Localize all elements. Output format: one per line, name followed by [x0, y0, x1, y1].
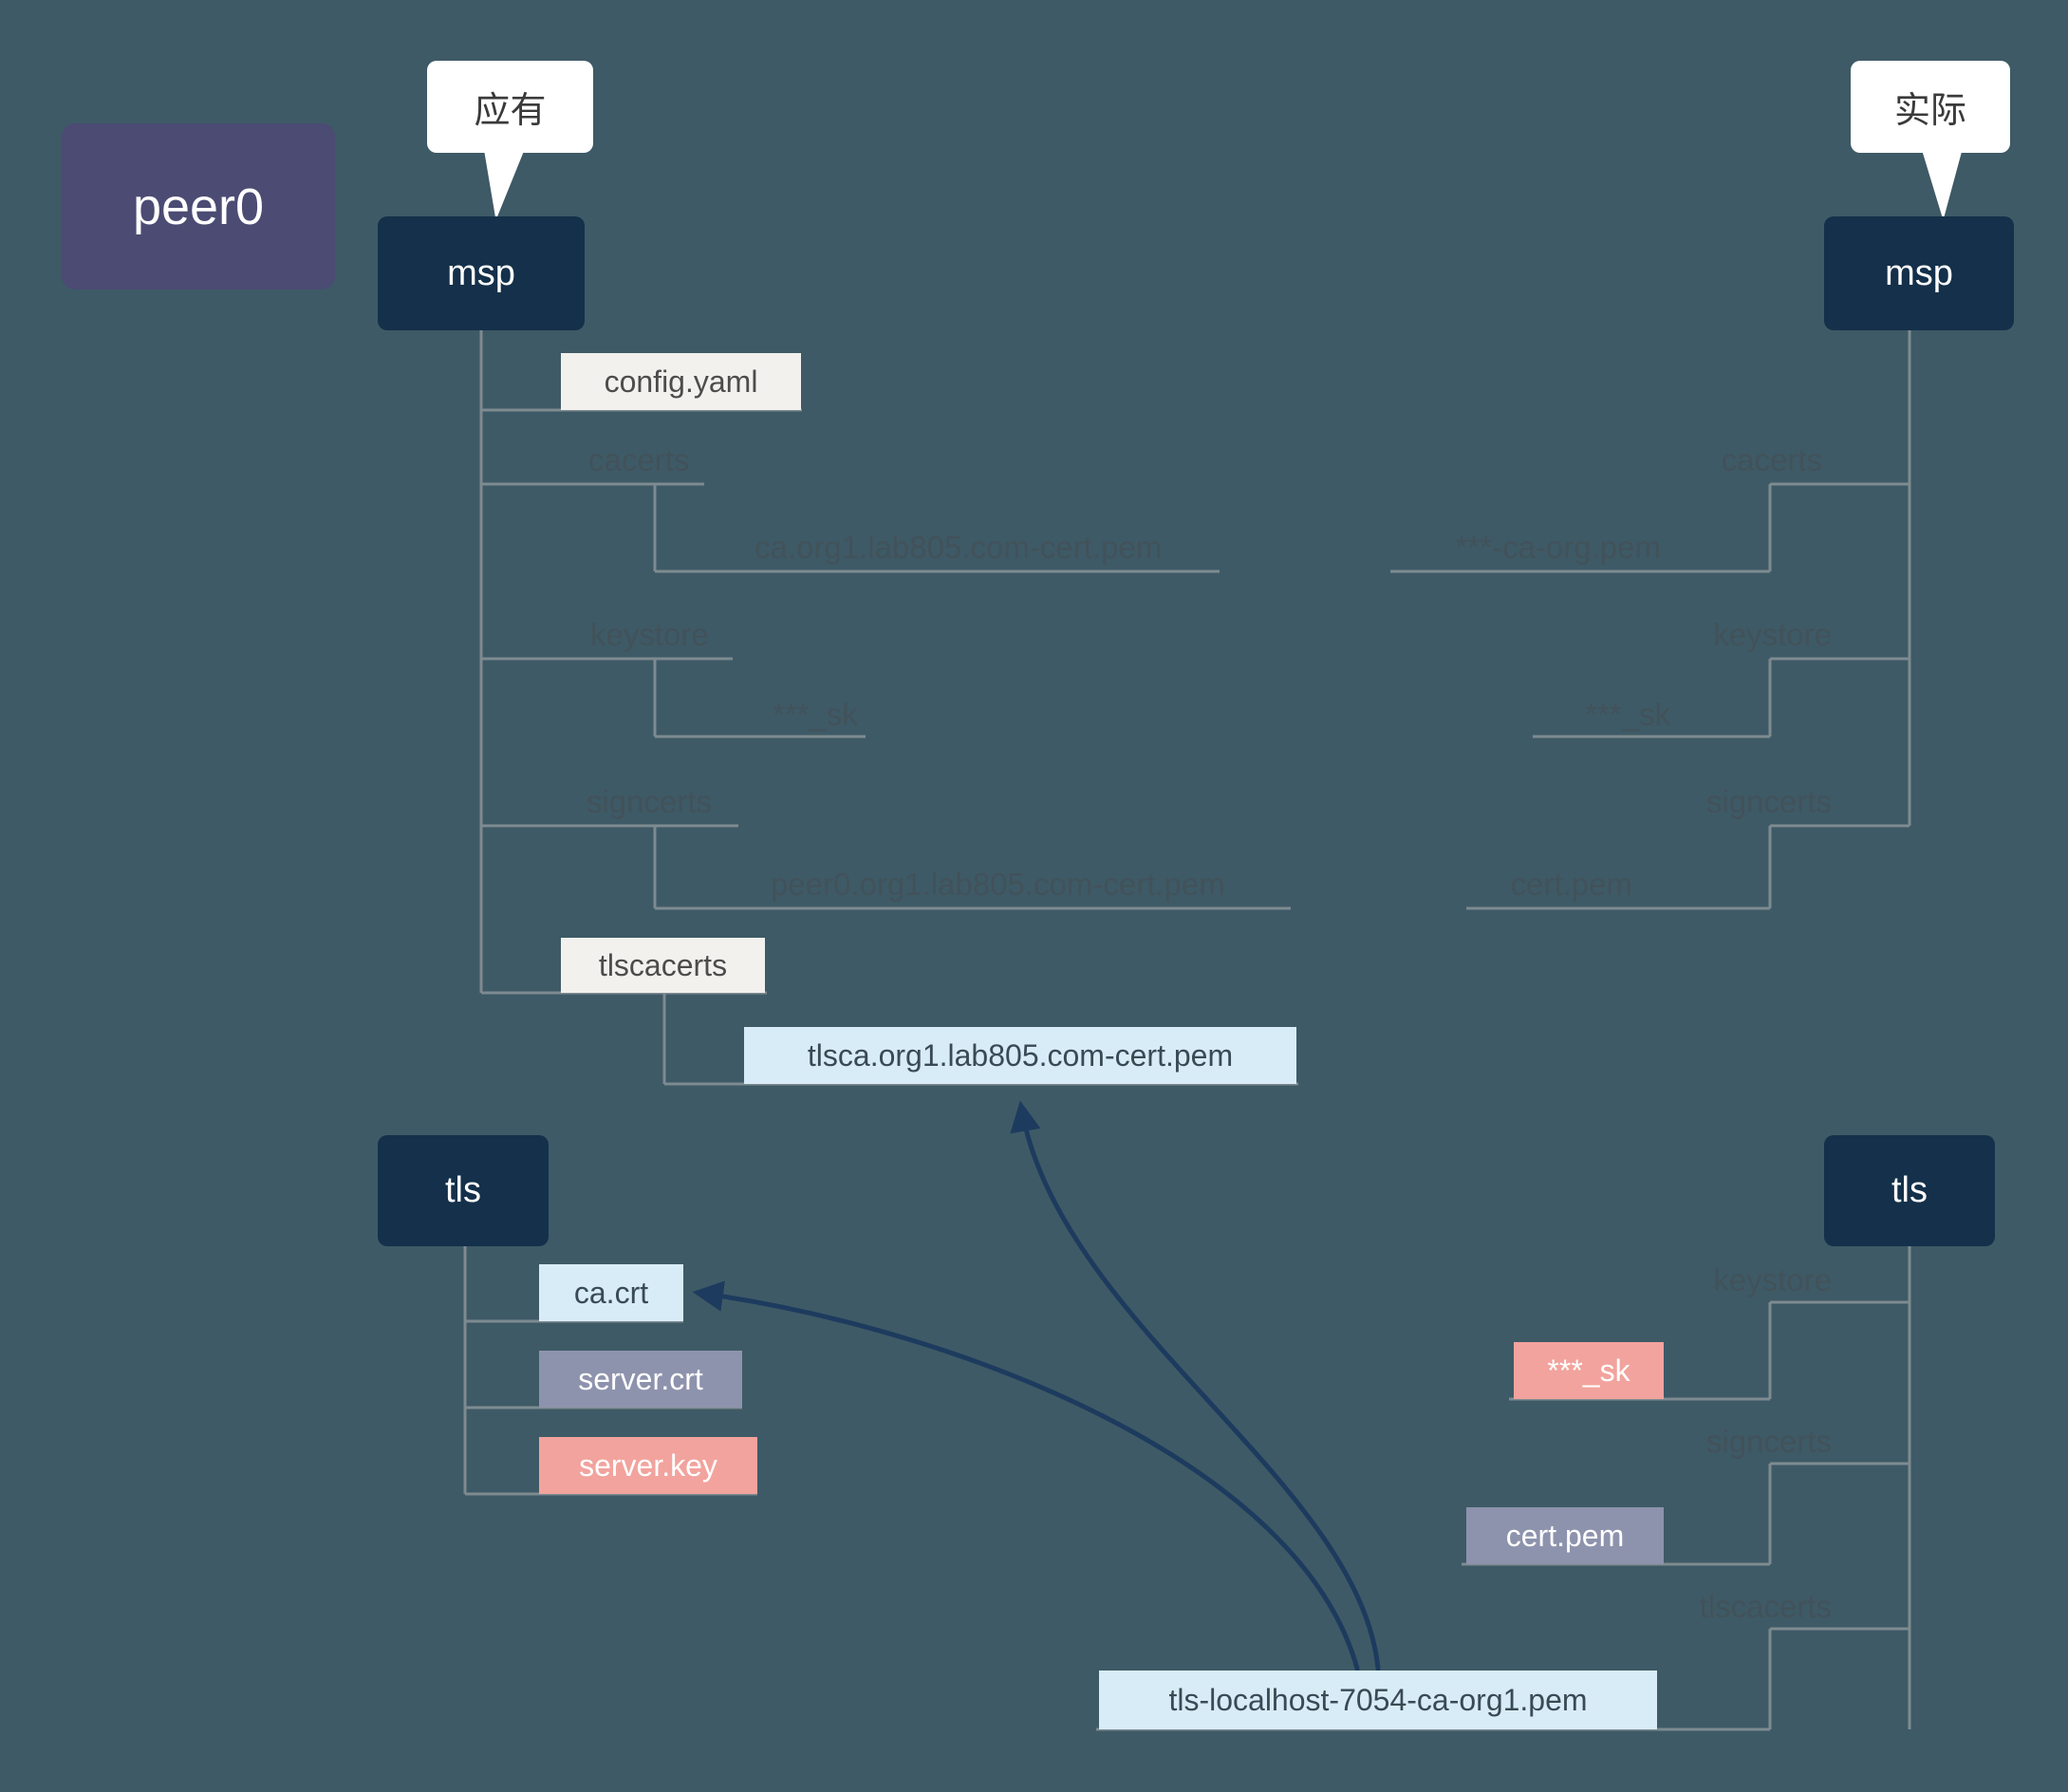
- callout-expected-label: 应有: [474, 91, 547, 131]
- actual-tls-signcerts-dir: signcerts: [1705, 1424, 1832, 1459]
- expected-ca-crt-file: ca.crt: [539, 1264, 683, 1321]
- actual-tls-tlscacerts-file-label: tls-localhost-7054-ca-org1.pem: [1168, 1682, 1588, 1717]
- callout-actual-label: 实际: [1893, 91, 1966, 131]
- expected-server-crt-label: server.crt: [578, 1361, 703, 1396]
- actual-cacerts-file: ***-ca-org.pem: [1455, 530, 1661, 565]
- peer0-box: peer0: [62, 123, 335, 289]
- actual-tls-keystore-dir: keystore: [1713, 1262, 1832, 1297]
- expected-tlscacerts-file-label: tlsca.org1.lab805.com-cert.pem: [807, 1037, 1234, 1073]
- expected-tls-label: tls: [445, 1170, 481, 1210]
- expected-tls-dir: tls: [378, 1135, 549, 1246]
- actual-msp-label: msp: [1885, 252, 1953, 293]
- actual-tls-tlscacerts-dir: tlscacerts: [1699, 1589, 1832, 1624]
- actual-signcerts-file: cert.pem: [1510, 867, 1632, 902]
- expected-config-yaml-file: config.yaml: [561, 353, 801, 410]
- expected-server-key-label: server.key: [579, 1447, 717, 1483]
- actual-tls-keystore-file: ***_sk: [1514, 1342, 1664, 1399]
- callout-actual: 实际: [1851, 61, 2010, 153]
- actual-signcerts-dir: signcerts: [1705, 784, 1832, 819]
- expected-msp-dir: msp: [378, 216, 585, 330]
- expected-tlscacerts-dir: tlscacerts: [561, 938, 765, 993]
- actual-tls-signcerts-file: cert.pem: [1466, 1507, 1664, 1564]
- expected-server-key-file: server.key: [539, 1437, 757, 1494]
- expected-msp-label: msp: [447, 252, 515, 293]
- expected-config-yaml-label: config.yaml: [604, 364, 758, 399]
- expected-cacerts-file: ca.org1.lab805.com-cert.pem: [755, 530, 1163, 565]
- actual-tls-signcerts-file-label: cert.pem: [1505, 1518, 1625, 1553]
- expected-tlscacerts-file: tlsca.org1.lab805.com-cert.pem: [744, 1027, 1296, 1084]
- reference-arrow-to-tlsca-pem: [1010, 1100, 1381, 1671]
- actual-tls-keystore-file-label: ***_sk: [1547, 1353, 1630, 1388]
- actual-tls-dir: tls: [1824, 1135, 1995, 1246]
- expected-cacerts-dir: cacerts: [588, 442, 690, 477]
- expected-signcerts-file: peer0.org1.lab805.com-cert.pem: [771, 867, 1225, 902]
- expected-ca-crt-label: ca.crt: [573, 1275, 649, 1310]
- reference-arrow-to-ca-crt: [692, 1280, 1360, 1671]
- expected-signcerts-dir: signcerts: [587, 784, 713, 819]
- actual-keystore-file: ***_sk: [1585, 697, 1670, 732]
- actual-keystore-dir: keystore: [1713, 617, 1832, 652]
- actual-cacerts-dir: cacerts: [1721, 442, 1822, 477]
- callout-expected-tail: [484, 150, 525, 220]
- actual-msp-dir: msp: [1824, 216, 2014, 330]
- callout-actual-tail: [1922, 150, 1963, 220]
- callout-expected: 应有: [427, 61, 593, 153]
- actual-tls-tlscacerts-file: tls-localhost-7054-ca-org1.pem: [1099, 1671, 1657, 1729]
- expected-keystore-dir: keystore: [590, 617, 709, 652]
- expected-tlscacerts-label: tlscacerts: [598, 947, 728, 982]
- expected-keystore-file: ***_sk: [773, 697, 858, 732]
- expected-server-crt-file: server.crt: [539, 1351, 742, 1408]
- peer0-label: peer0: [132, 177, 265, 235]
- actual-tls-lines: [1096, 1246, 1911, 1731]
- actual-tls-label: tls: [1891, 1170, 1928, 1210]
